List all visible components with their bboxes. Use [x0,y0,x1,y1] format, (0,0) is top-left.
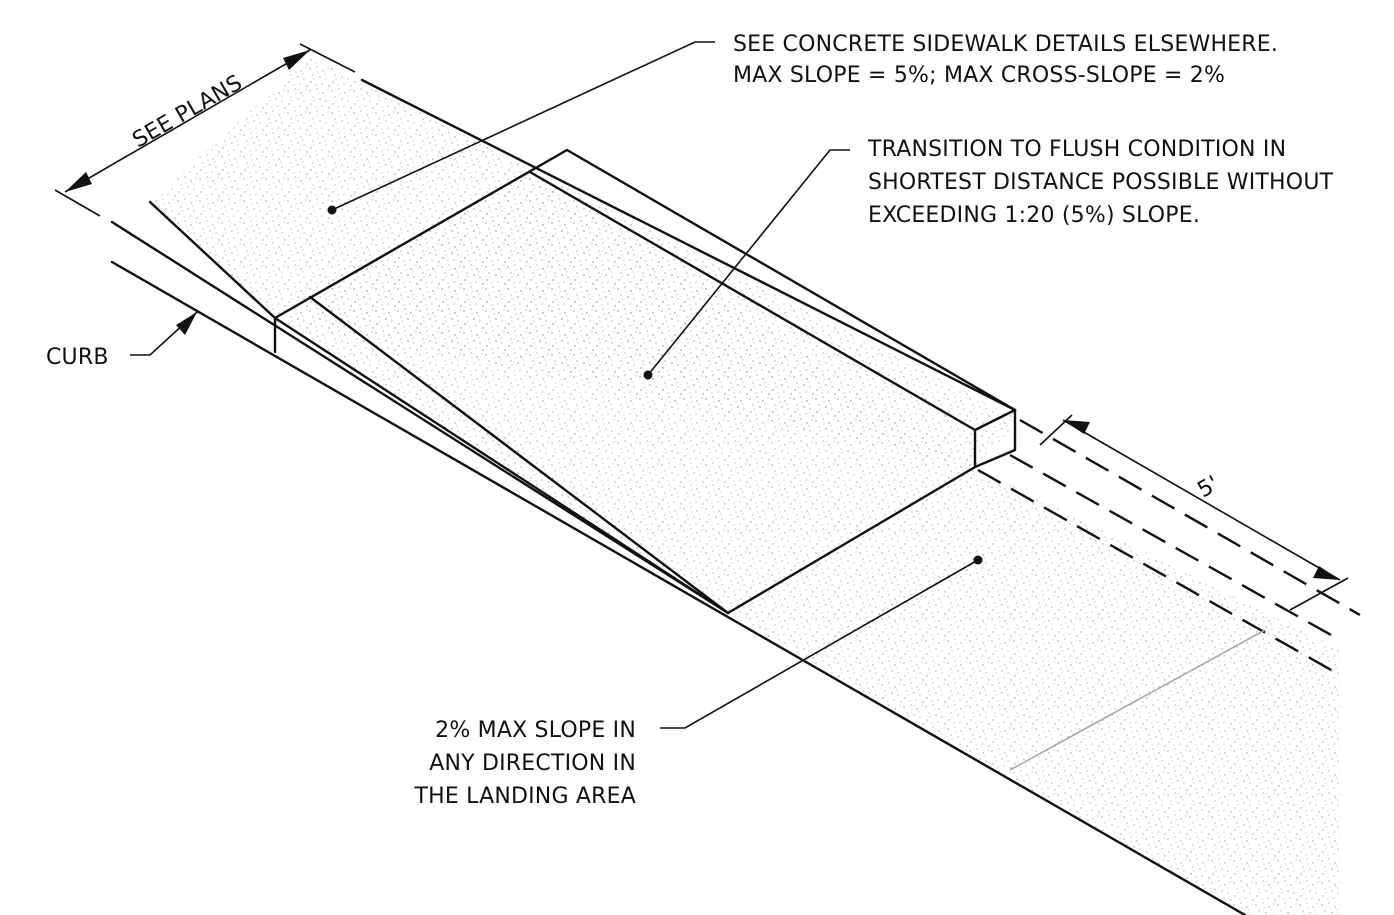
see-plans-ext-left [54,189,101,217]
landing-note-line2: ANY DIRECTION IN [429,751,636,776]
sidewalk-front-edge [148,200,277,320]
landing-leader-dot [973,555,983,565]
see-plans-dim-line [64,49,311,193]
dashed-line-2 [1009,453,1341,642]
transition-note-line1: TRANSITION TO FLUSH CONDITION IN [867,137,1286,162]
five-ft-ext-bottom [1289,577,1349,611]
transition-leader-dot [643,370,653,380]
dashed-line-1 [1019,418,1361,617]
curb-top-line [110,220,730,615]
see-plans-arrow-right [283,50,310,70]
curb-leader-arrow [176,312,197,335]
back-sidewalk-edge [360,78,1017,412]
transition-leader [647,149,850,376]
five-ft-arrow-bottom [1313,566,1340,580]
landing-far-edge [1009,629,1266,771]
see-plans-ext-right [299,43,356,73]
ramp-lower-edge [273,316,730,615]
landing-start-edge [726,465,977,615]
ramp-upper-edge [273,148,569,320]
ramp-side-flare [308,295,730,615]
see-plans-arrow-left [65,172,92,192]
sidewalk-leader [331,41,715,211]
ramp-diagonal [528,170,977,432]
transition-note-line2: SHORTEST DISTANCE POSSIBLE WITHOUT [868,170,1334,195]
sidewalk-note-line1: SEE CONCRETE SIDEWALK DETAILS ELSEWHERE. [733,32,1278,57]
curb-label: CURB [46,345,109,370]
five-ft-arrow-top [1063,420,1090,434]
end-block [973,408,1017,469]
ramp-crown-edge [565,148,1017,412]
landing-note-line1: 2% MAX SLOPE IN [435,718,636,743]
five-ft-ext-top [1039,414,1073,446]
transition-note-line3: EXCEEDING 1:20 (5%) SLOPE. [868,203,1200,228]
five-ft-dim-line [1062,419,1341,581]
landing-leader [660,559,979,729]
ramp-area [275,172,975,613]
sidewalk-note-line2: MAX SLOPE = 5%; MAX CROSS-SLOPE = 2% [733,63,1225,88]
curb-front-line [110,260,1247,915]
landing-area [728,467,1340,915]
landing-note-line3: THE LANDING AREA [413,784,636,809]
dashed-line-3 [977,468,1341,677]
sidewalk-leader-dot [327,205,337,215]
